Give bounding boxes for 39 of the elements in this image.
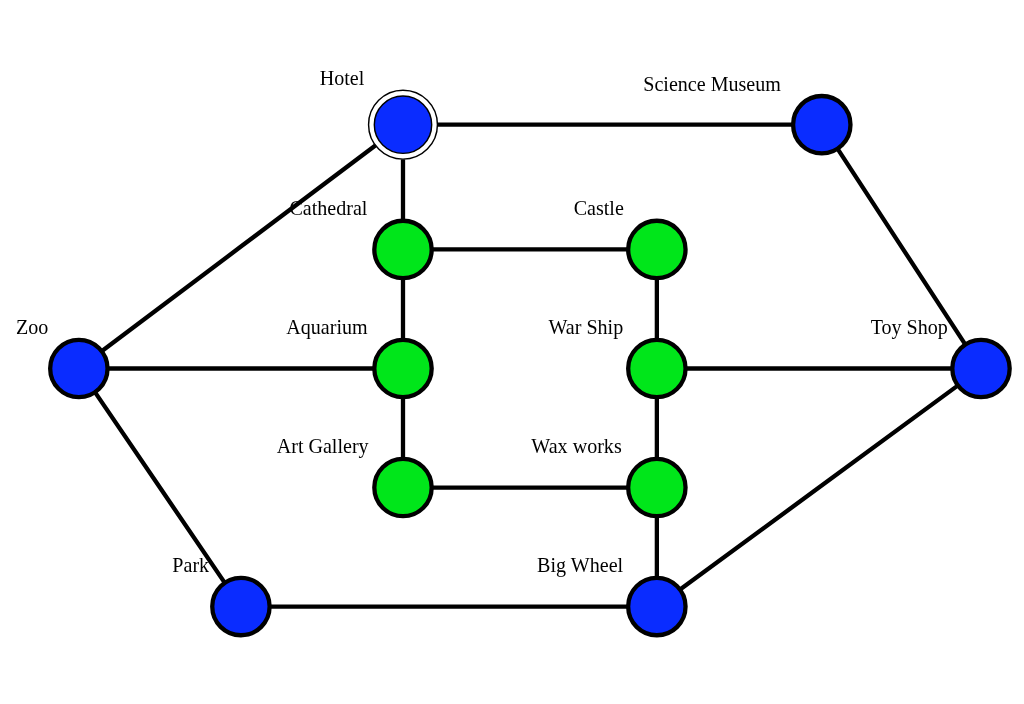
connector (400, 397, 406, 459)
node-label: Wax works (531, 435, 622, 458)
node-label: Science Museum (643, 72, 781, 95)
node-circle (626, 218, 688, 281)
connector (835, 147, 967, 346)
connector (100, 143, 377, 353)
connector (400, 159, 406, 221)
node-circle (950, 337, 1012, 400)
node-label: Park (172, 554, 210, 577)
connector (400, 278, 406, 340)
connector (654, 516, 659, 578)
connector (679, 383, 959, 592)
node-label: Aquarium (286, 316, 368, 339)
connector (269, 604, 629, 609)
connector (431, 485, 628, 490)
connector (654, 278, 659, 340)
node-label: Toy Shop (870, 316, 948, 339)
node-label: Art Gallery (276, 435, 369, 458)
node-circle (372, 218, 434, 281)
connector (431, 247, 628, 252)
node-circle (626, 337, 688, 400)
node-label: Zoo (16, 316, 49, 339)
connector (93, 391, 227, 584)
node-circle (626, 456, 688, 519)
node-label: War Ship (548, 316, 624, 339)
node-label: Big Wheel (537, 554, 624, 577)
node-circle (48, 337, 110, 400)
node-circle (367, 89, 439, 160)
node-label: Hotel (319, 66, 365, 89)
node-circle (372, 337, 434, 400)
connector (107, 366, 375, 371)
node-circle (210, 575, 272, 638)
connector (654, 397, 659, 459)
node-circle (372, 456, 434, 519)
node-circle (626, 575, 688, 638)
node-label: Castle (573, 197, 624, 220)
connector (437, 122, 793, 127)
connector (685, 366, 953, 371)
node-circle (790, 93, 853, 156)
